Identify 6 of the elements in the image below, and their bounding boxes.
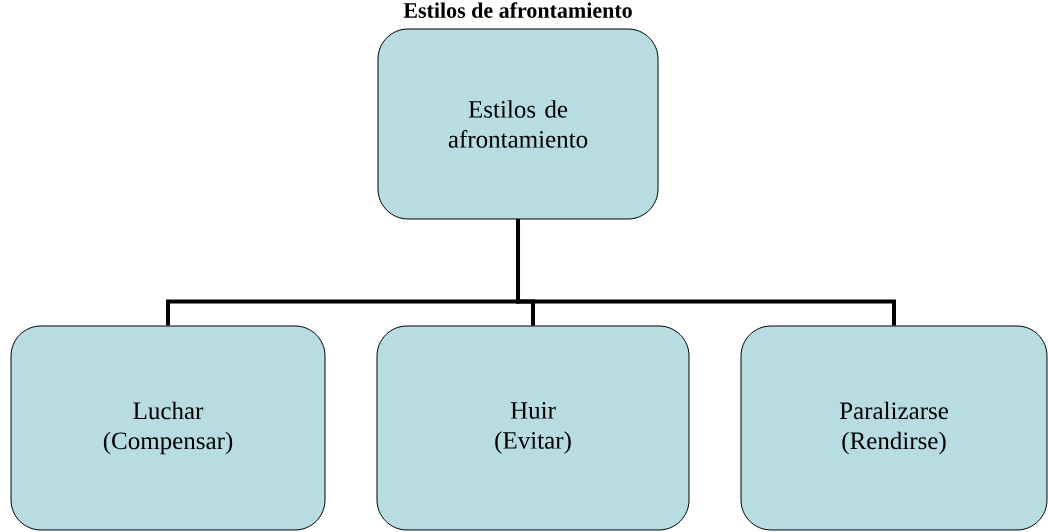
rounded-box: Estilos de afrontamiento (377, 28, 659, 220)
rounded-box: Luchar (Compensar) (10, 325, 326, 531)
title: Estilos de afrontamiento (403, 2, 632, 18)
rounded-box: Paralizarse (Rendirse) (740, 325, 1048, 531)
connector (516, 219, 896, 326)
rounded-box: Huir (Evitar) (376, 325, 690, 531)
